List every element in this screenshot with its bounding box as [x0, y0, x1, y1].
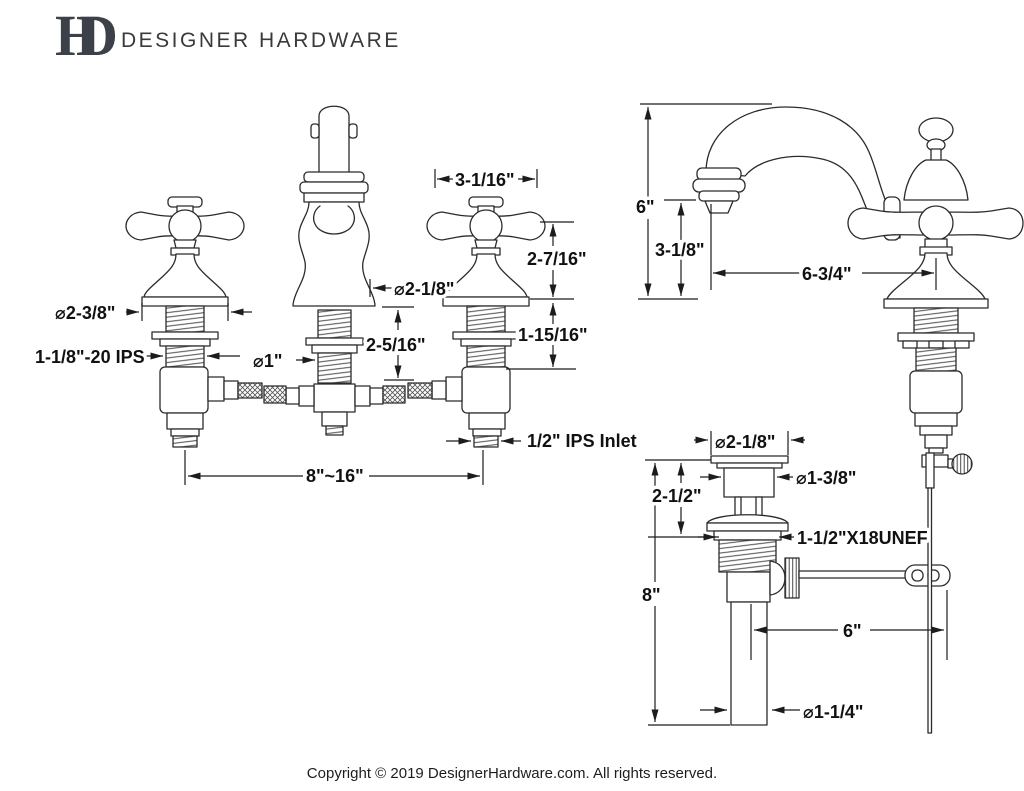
- dim-label-spout-base-diameter: ⌀2-1/8": [394, 279, 454, 299]
- dim-label-spout-height: 3-1/8": [655, 240, 705, 260]
- dim-label-shank-length: 1-15/16": [518, 325, 588, 345]
- dim-spout-reach: [710, 204, 937, 290]
- front-left-handle: [125, 196, 263, 448]
- brand-logo: H D: [55, 6, 119, 70]
- dim-label-handle-height: 2-7/16": [527, 249, 587, 269]
- dim-label-inlet: 1/2" IPS Inlet: [527, 431, 637, 451]
- dim-label-spout-base-height: 2-5/16": [366, 335, 426, 355]
- drain-threads: [718, 539, 777, 573]
- valve-body: [159, 366, 209, 414]
- dimension-lines: [126, 103, 948, 726]
- dim-spout-base-diameter: [369, 279, 392, 297]
- pivot-rod: [798, 570, 909, 579]
- drain-tailpiece: [730, 601, 768, 726]
- dim-handle-base-diameter: [126, 303, 252, 321]
- side-faucet-body: [847, 117, 1024, 309]
- dim-overall-height: [638, 103, 772, 300]
- dim-label-tailpiece-diameter: ⌀1-1/4": [803, 702, 863, 722]
- dim-label-flange-diameter: ⌀2-1/8": [715, 432, 775, 452]
- front-center-spout: [263, 105, 406, 436]
- dim-rod-length: [750, 590, 948, 660]
- valve-body: [461, 366, 511, 414]
- dim-label-spread: 8"~16": [306, 466, 364, 486]
- pivot-nut: [784, 557, 800, 599]
- dim-overall-length: [648, 463, 730, 726]
- dim-spout-base-height: [382, 306, 414, 381]
- dimension-labels: ⌀2-3/8" 1-1/8"-20 IPS ⌀1" ⌀2-1/8" 2-5/16…: [32, 167, 932, 726]
- dim-spout-height: [664, 199, 696, 296]
- dim-flange-diameter: [694, 431, 805, 455]
- handle-bell-base: [143, 253, 227, 298]
- dim-label-handle-width: 3-1/16": [455, 170, 515, 190]
- brand-name: DESIGNER HARDWARE: [121, 29, 401, 52]
- spout-outlet: [692, 167, 746, 214]
- dim-label-overall-height: 6": [636, 197, 655, 217]
- front-view-drawing: [125, 105, 546, 448]
- copyright-footer: Copyright © 2019 DesignerHardware.com. A…: [0, 765, 1024, 782]
- lift-rod: [927, 487, 933, 734]
- side-under-deck: [897, 307, 975, 489]
- pivot-ball: [769, 560, 786, 596]
- dim-label-spout-reach: 6-3/4": [802, 264, 852, 284]
- dim-label-top-height: 2-1/2": [652, 486, 702, 506]
- dim-spread: [184, 450, 484, 485]
- dim-label-shank-thread: 1-1/8"-20 IPS: [35, 347, 145, 367]
- handle-bell-base: [444, 253, 528, 298]
- dim-shank-length: [506, 303, 576, 370]
- dim-label-center-shank-diameter: ⌀1": [253, 351, 282, 371]
- spout-body: [292, 201, 376, 307]
- drain-cap: [710, 455, 789, 464]
- side-view-drawing: [692, 106, 1024, 489]
- logo-letter-h: H: [55, 3, 101, 68]
- dim-label-stopper-diameter: ⌀1-3/8": [796, 468, 856, 488]
- supply-hose: [263, 385, 287, 404]
- tee-body: [313, 383, 356, 413]
- drain-body: [726, 571, 771, 603]
- dim-label-handle-base-diameter: ⌀2-3/8": [55, 303, 115, 323]
- logo-letter-d: D: [76, 3, 118, 68]
- dim-handle-height: [530, 221, 574, 300]
- dim-label-thread-spec: 1-1/2"X18UNEF: [797, 528, 928, 548]
- front-right-handle: [407, 196, 546, 448]
- drain-drawing: [706, 455, 951, 734]
- dim-label-rod-length: 6": [843, 621, 862, 641]
- dim-label-overall-length: 8": [642, 585, 661, 605]
- copyright-text: Copyright © 2019 DesignerHardware.com. A…: [306, 765, 718, 782]
- supply-hose: [407, 382, 433, 399]
- drain-flange: [706, 514, 789, 524]
- dim-handle-width: [434, 169, 538, 188]
- supply-hose: [382, 385, 406, 404]
- rod-thumbscrew: [951, 453, 973, 475]
